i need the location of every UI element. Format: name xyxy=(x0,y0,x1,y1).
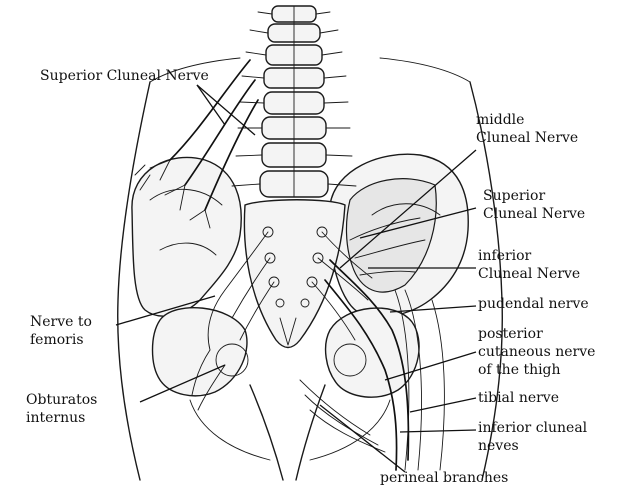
label-nerve-to-femoris-line1: Nerve to xyxy=(30,314,92,330)
label-inferior-cluneal-neves-line1: inferior cluneal xyxy=(478,420,587,436)
label-posterior-cutaneous-line3: of the thigh xyxy=(478,362,561,378)
label-inferior-cluneal-line1: inferior xyxy=(478,248,531,264)
label-middle-cluneal-line2: Cluneal Nerve xyxy=(476,130,578,146)
label-superior-cluneal-left: Superior Cluneal Nerve xyxy=(40,68,209,84)
label-superior-cluneal-right-line2: Cluneal Nerve xyxy=(483,206,585,222)
label-pudendal: pudendal nerve xyxy=(478,296,589,312)
label-obturatos-line2: internus xyxy=(26,410,85,426)
left-ilium xyxy=(132,157,241,316)
label-superior-cluneal-right-line1: Superior xyxy=(483,188,545,204)
label-posterior-cutaneous-line1: posterior xyxy=(478,326,543,342)
vertebral-column xyxy=(232,6,356,197)
label-inferior-cluneal-line2: Cluneal Nerve xyxy=(478,266,580,282)
label-perineal-branches: perineal branches xyxy=(380,470,508,486)
label-nerve-to-femoris-line2: femoris xyxy=(30,332,84,348)
right-ilium xyxy=(329,154,468,316)
label-inferior-cluneal-neves-line2: neves xyxy=(478,438,519,454)
label-posterior-cutaneous-line2: cutaneous nerve xyxy=(478,344,595,360)
label-middle-cluneal-line1: middle xyxy=(476,112,524,128)
label-tibial: tibial nerve xyxy=(478,390,559,406)
label-obturatos-line1: Obturatos xyxy=(26,392,97,408)
